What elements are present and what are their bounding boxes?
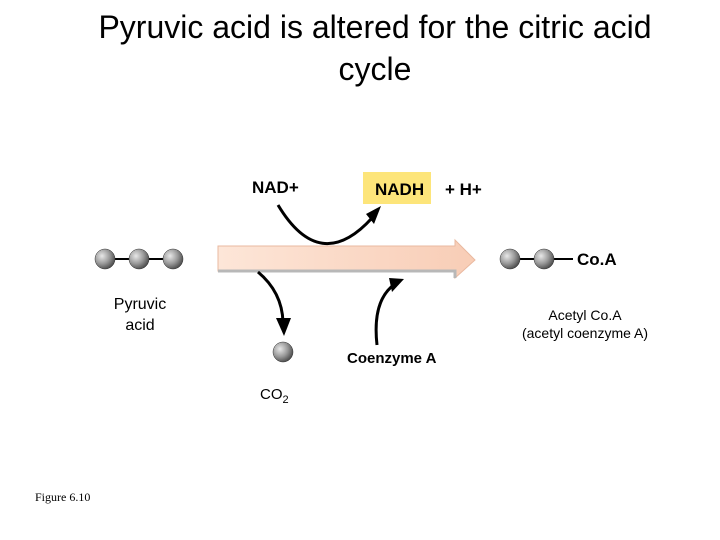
slide-title-line1: Pyruvic acid is altered for the citric a… bbox=[98, 9, 652, 45]
coenzyme-a-text: Coenzyme A bbox=[347, 350, 437, 367]
plus-h-label: + H+ bbox=[445, 180, 482, 200]
coa-text: Co.A bbox=[577, 250, 617, 269]
co2-subscript: 2 bbox=[282, 394, 289, 406]
pyruvic-acid-line1: Pyruvic bbox=[113, 296, 167, 313]
acetyl-coa-label: Acetyl Co.A (acetyl coenzyme A) bbox=[500, 306, 670, 342]
figure-label: Figure 6.10 bbox=[35, 490, 90, 505]
coa-label: Co.A bbox=[577, 250, 617, 270]
acetyl-coa-molecule bbox=[499, 248, 573, 270]
slide-title: Pyruvic acid is altered for the citric a… bbox=[0, 6, 720, 90]
reaction-arrow bbox=[217, 238, 476, 280]
acetyl-coa-line1: Acetyl Co.A bbox=[548, 307, 622, 323]
nad-plus-label: NAD+ bbox=[252, 178, 299, 198]
co2-release-arrow bbox=[257, 270, 291, 336]
co2-molecule bbox=[272, 341, 294, 363]
nadh-text: NADH bbox=[375, 180, 425, 199]
slide-title-line2: cycle bbox=[338, 51, 412, 87]
coenzyme-a-arrow bbox=[374, 278, 404, 346]
pyruvic-acid-line2: acid bbox=[125, 317, 155, 334]
plus-h-text: + H+ bbox=[445, 180, 482, 199]
nadh-label: NADH bbox=[375, 180, 424, 200]
co2-text: CO bbox=[260, 386, 283, 403]
nadh-highlight bbox=[363, 172, 431, 204]
nad-plus-text: NAD+ bbox=[252, 178, 299, 197]
pyruvic-acid-molecule bbox=[94, 248, 184, 270]
pyruvic-acid-label: Pyruvic acid bbox=[100, 294, 180, 336]
coenzyme-a-label: Coenzyme A bbox=[347, 350, 436, 367]
nad-reduction-arrow bbox=[276, 204, 381, 245]
acetyl-coa-line2: (acetyl coenzyme A) bbox=[521, 325, 649, 341]
figure-label-text: Figure 6.10 bbox=[35, 490, 91, 504]
co2-label: CO2 bbox=[260, 386, 289, 406]
